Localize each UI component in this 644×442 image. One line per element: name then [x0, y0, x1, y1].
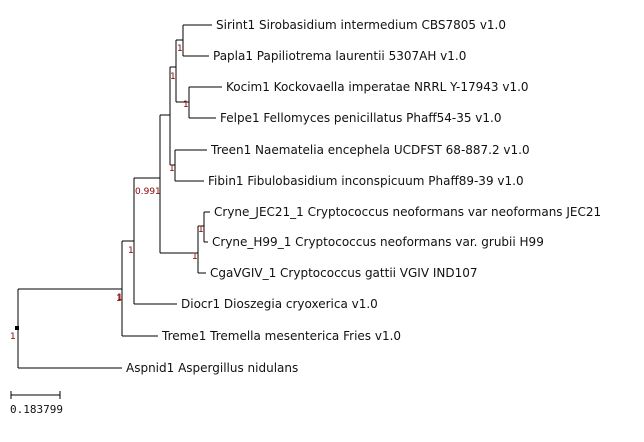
leaf-label-sirint1: Sirint1 Sirobasidium intermedium CBS7805…	[216, 18, 506, 32]
support-with-treme: 1	[117, 293, 123, 303]
leaf-labels: Sirint1 Sirobasidium intermedium CBS7805…	[126, 18, 601, 375]
leaf-label-cryne-h99: Cryne_H99_1 Cryptococcus neoformans var.…	[212, 235, 544, 249]
leaf-label-papla1: Papla1 Papiliotrema laurentii 5307AH v1.…	[213, 49, 466, 63]
leaf-label-felpe1: Felpe1 Fellomyces penicillatus Phaff54-3…	[220, 111, 502, 125]
support-treen-fibin: 1	[169, 164, 175, 174]
support-root: 1	[10, 332, 16, 342]
scale-bar-label: 0.183799	[10, 403, 63, 416]
support-sirint-felpe-clade: 1	[170, 72, 176, 82]
support-cryne-pair: 1	[198, 225, 204, 235]
leaf-label-cgavgiv: CgaVGIV_1 Cryptococcus gattii VGIV IND10…	[210, 266, 478, 280]
support-sirint-papla: 1	[177, 44, 183, 54]
support-values: 1 1 1 1 0.991 1 1 1 1 1 1	[10, 44, 204, 342]
leaf-label-aspnid1: Aspnid1 Aspergillus nidulans	[126, 361, 298, 375]
support-cryptococcus: 1	[192, 252, 198, 262]
support-ingroup-core: 1	[128, 246, 134, 256]
support-with-diocr: 1	[116, 294, 122, 304]
leaf-label-diocr1: Diocr1 Dioszegia cryoxerica v1.0	[181, 297, 378, 311]
support-kocim-felpe: 1	[183, 100, 189, 110]
leaf-label-kocim1: Kocim1 Kockovaella imperatae NRRL Y-1794…	[226, 80, 529, 94]
leaf-label-cryne-jec21: Cryne_JEC21_1 Cryptococcus neoformans va…	[214, 205, 601, 219]
leaf-label-fibin1: Fibin1 Fibulobasidium inconspicuum Phaff…	[208, 174, 524, 188]
support-tremellales-core: 0.991	[135, 187, 161, 197]
branches	[10, 24, 222, 399]
root-node-marker	[15, 326, 19, 330]
leaf-label-treme1: Treme1 Tremella mesenterica Fries v1.0	[161, 329, 401, 343]
leaf-label-treen1: Treen1 Naematelia encephela UCDFST 68-88…	[210, 143, 530, 157]
